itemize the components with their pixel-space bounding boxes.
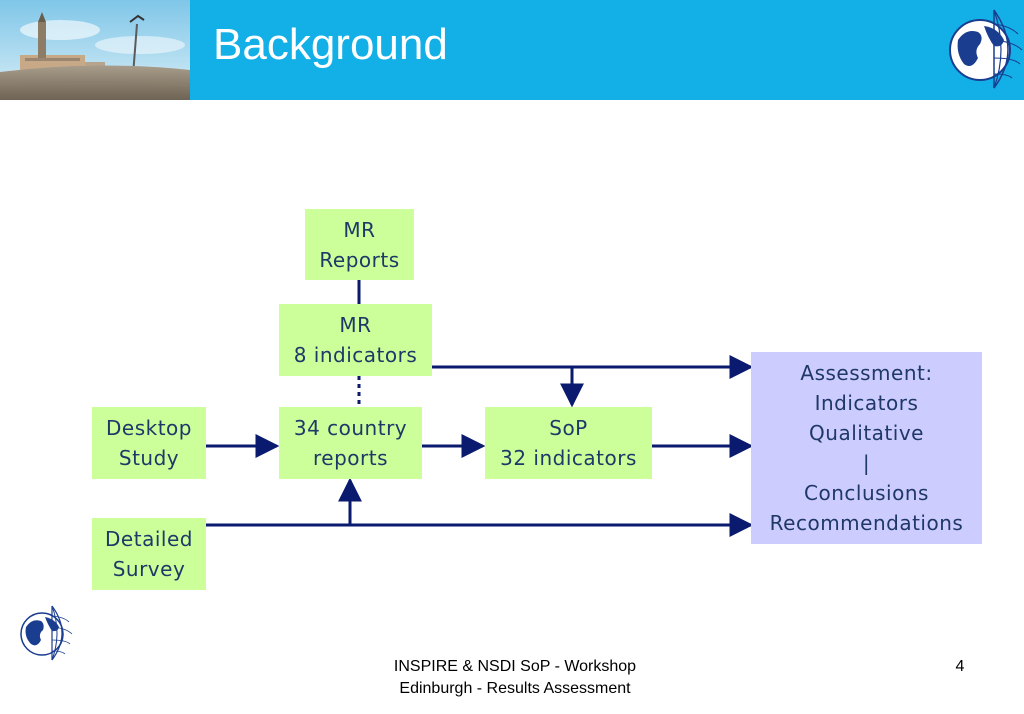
node-assessment-line-3: Qualitative (809, 421, 924, 445)
slide-header: Background (0, 0, 1024, 100)
slide-footer: INSPIRE & NSDI SoP - Workshop Edinburgh … (300, 656, 730, 700)
page-number: 4 (955, 658, 965, 675)
footer-line-2: Edinburgh - Results Assessment (399, 680, 631, 697)
node-sop: SoP 32 indicators (485, 407, 652, 479)
node-assessment-line-4: | (862, 451, 871, 475)
node-assessment: Assessment: Indicators Qualitative | Con… (751, 352, 982, 544)
node-assessment-line-2: Indicators (814, 391, 919, 415)
node-mr-indicators-line-1: MR (339, 313, 372, 337)
node-desktop-study: Desktop Study (92, 407, 206, 479)
node-country-reports: 34 country reports (279, 407, 422, 479)
slide-title: Background (213, 20, 448, 69)
node-mr-reports-line-1: MR (343, 217, 376, 242)
footer-line-1: INSPIRE & NSDI SoP - Workshop (393, 658, 637, 675)
node-country-reports-line-1: 34 country (293, 416, 408, 440)
node-sop-line-1: SoP (549, 416, 588, 440)
node-desktop-study-line-1: Desktop (106, 416, 192, 440)
node-sop-line-2: 32 indicators (500, 446, 637, 470)
node-assessment-line-6: Recommendations (769, 511, 964, 535)
node-assessment-line-5: Conclusions (804, 481, 929, 505)
city-square-photo (0, 0, 190, 100)
node-assessment-line-1: Assessment: (800, 361, 933, 385)
node-detailed-survey: Detailed Survey (92, 518, 206, 590)
node-mr-indicators: MR 8 indicators (279, 304, 432, 376)
globe-grid-logo-icon (944, 4, 1024, 92)
node-country-reports-line-2: reports (312, 446, 388, 470)
globe-grid-logo-icon (18, 602, 74, 662)
node-mr-reports-line-2: Reports (319, 247, 400, 272)
node-detailed-survey-line-2: Survey (112, 557, 186, 581)
node-mr-indicators-line-2: 8 indicators (293, 343, 418, 367)
node-detailed-survey-line-1: Detailed (105, 527, 193, 551)
node-desktop-study-line-2: Study (118, 446, 180, 470)
node-mr-reports: MR Reports (305, 209, 414, 280)
